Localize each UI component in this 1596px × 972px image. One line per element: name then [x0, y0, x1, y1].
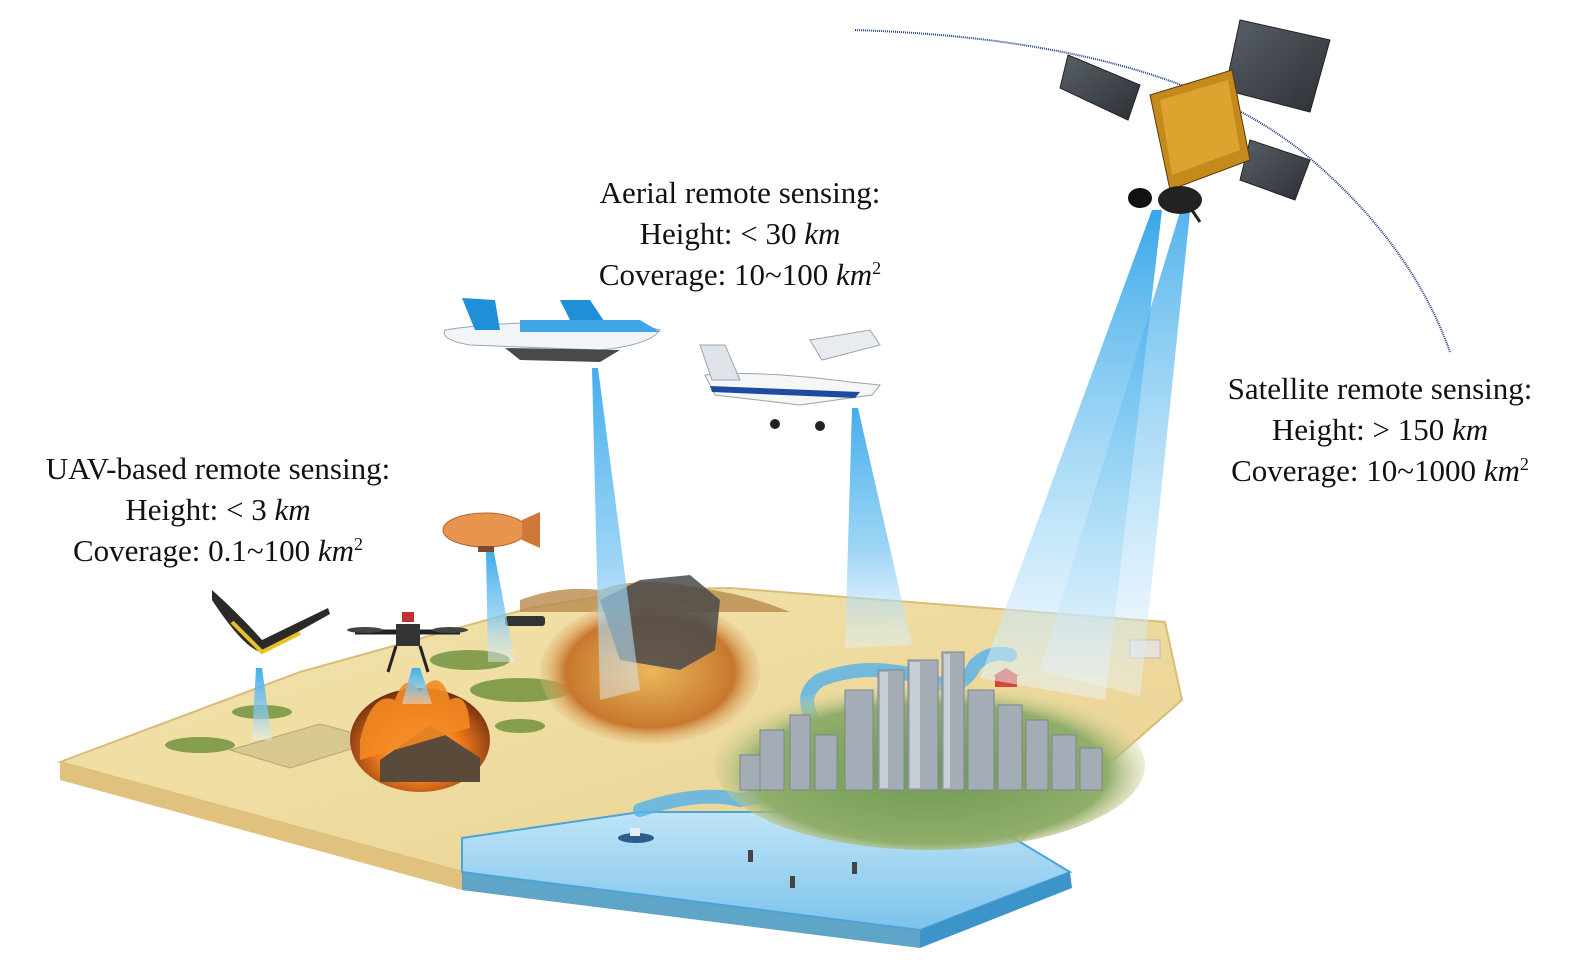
uav-label: UAV-based remote sensing: Height: < 3 km…	[8, 448, 428, 571]
satellite-title: Satellite remote sensing:	[1227, 371, 1533, 406]
house-fire-icon	[350, 680, 490, 792]
buoys	[748, 850, 857, 888]
terrain-map	[56, 575, 1184, 948]
fixed-wing-drone-icon	[212, 590, 330, 655]
satellite-label: Satellite remote sensing: Height: > 150 …	[1190, 368, 1570, 491]
quadcopter-beam	[402, 668, 432, 704]
satellite-height: Height: > 150 km	[1271, 412, 1489, 447]
aerial-height: Height: < 30 km	[639, 216, 841, 251]
satellite-beam-2	[1040, 212, 1190, 696]
uav-coverage: Coverage: 0.1~100 km2	[72, 533, 364, 568]
aerial-title: Aerial remote sensing:	[599, 175, 881, 210]
city-highlights	[880, 654, 950, 788]
airliner-beam	[592, 368, 640, 700]
uav-title: UAV-based remote sensing:	[45, 451, 391, 486]
truck	[505, 616, 545, 626]
survey-plane-beam	[845, 408, 912, 648]
uav-height: Height: < 3 km	[125, 492, 311, 527]
airship-icon	[442, 512, 540, 552]
aerial-coverage: Coverage: 10~100 km2	[598, 257, 882, 292]
orbit-path	[854, 29, 1451, 353]
fixed-wing-beam	[252, 668, 272, 740]
aerial-label: Aerial remote sensing: Height: < 30 km C…	[560, 172, 920, 295]
boat-icon	[618, 828, 654, 843]
satellite-coverage: Coverage: 10~1000 km2	[1231, 453, 1529, 488]
airship-beam	[486, 552, 515, 662]
quadcopter-icon	[347, 612, 468, 673]
survey-plane-icon	[699, 329, 881, 431]
airliner-icon	[443, 298, 661, 362]
satellite-icon	[1059, 19, 1331, 223]
sensing-beams	[252, 210, 1190, 740]
